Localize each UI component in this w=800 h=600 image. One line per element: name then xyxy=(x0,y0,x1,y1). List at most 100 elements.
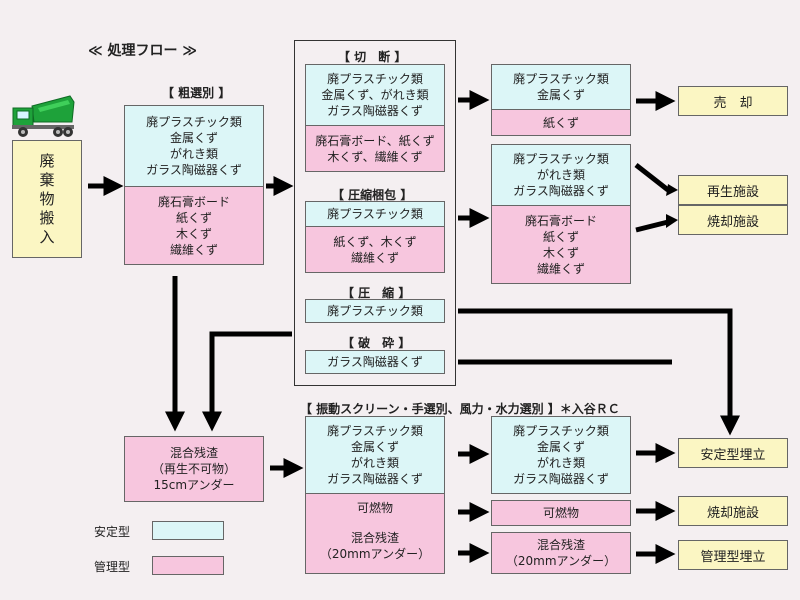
item-text: 紙くず xyxy=(175,210,212,225)
cutting-managed: 廃石膏ボード、紙くず 木くず、繊維くず xyxy=(306,125,444,171)
screen-box: 廃プラスチック類 金属くず がれき類 ガラス陶磁器くず 可燃物 混合残渣 （20… xyxy=(305,416,445,574)
legend-stable-swatch xyxy=(152,521,224,540)
item-text: 15cmアンダー xyxy=(153,478,235,492)
output-incineration: 焼却施設 xyxy=(678,205,788,235)
item-text: 可燃物 xyxy=(542,506,579,520)
compress-pack-heading: 【 圧縮梱包 】 xyxy=(332,188,413,202)
sale-group-box: 廃プラスチック類 金属くず 紙くず xyxy=(491,64,631,136)
item-text: がれき類 xyxy=(350,456,399,470)
item-text: 廃プラスチック類 xyxy=(513,424,609,438)
item-text: 混合残渣 xyxy=(169,446,218,460)
item-text: 混合残渣 xyxy=(536,538,585,552)
processing-frame xyxy=(294,40,456,386)
cutting-recyclable: 廃プラスチック類 金属くず、がれき類 ガラス陶磁器くず xyxy=(306,65,444,125)
item-text: 廃プラスチック類 xyxy=(146,115,242,129)
screen-managed: 可燃物 混合残渣 （20mmアンダー） xyxy=(306,493,444,573)
intake-char: 廃 xyxy=(39,151,55,170)
rough-sort-recyclable: 廃プラスチック類 金属くず がれき類 ガラス陶磁器くず xyxy=(125,106,263,186)
item-text: 紙くず xyxy=(542,115,579,130)
item-text: 木くず xyxy=(542,245,579,260)
page-title: ≪ 処理フロー ≫ xyxy=(88,43,198,59)
item-text: 廃プラスチック類 xyxy=(327,304,423,318)
legend-stable-label: 安定型 xyxy=(94,525,131,539)
rough-sort-box: 廃プラスチック類 金属くず がれき類 ガラス陶磁器くず 廃石膏ボード 紙くず 木… xyxy=(124,105,264,265)
intake-char: 棄 xyxy=(39,170,55,189)
output-incineration-2: 焼却施設 xyxy=(678,496,788,526)
compress-pack-managed: 紙くず、木くず 繊維くず xyxy=(306,226,444,272)
arrow xyxy=(202,331,292,432)
item-text: がれき類 xyxy=(536,168,585,182)
item-text: 金属くず、がれき類 xyxy=(321,88,429,102)
item-text: 金属くず xyxy=(350,440,399,454)
item-text: ガラス陶磁器くず xyxy=(327,355,423,369)
item-text: 廃プラスチック類 xyxy=(327,72,423,86)
legend-managed-swatch xyxy=(152,556,224,575)
screen-out-recyclable-text: 廃プラスチック類 金属くず がれき類 ガラス陶磁器くず xyxy=(492,417,630,493)
dump-truck-icon xyxy=(10,92,76,138)
item-text: 混合残渣 xyxy=(350,531,399,545)
item-text: がれき類 xyxy=(536,456,585,470)
intake-char: 物 xyxy=(39,189,55,208)
item-text: ガラス陶磁器くず xyxy=(513,184,609,198)
item-text: 金属くず xyxy=(536,440,585,454)
item-text: （20mmアンダー） xyxy=(319,547,431,561)
legend-managed-label: 管理型 xyxy=(94,560,131,574)
item-text: 廃プラスチック類 xyxy=(327,424,423,438)
compress-box: 廃プラスチック類 xyxy=(305,299,445,323)
arrow-line xyxy=(634,163,670,192)
recycle-group-managed: 廃石膏ボード 紙くず 木くず 繊維くず xyxy=(492,205,630,283)
arrow-line xyxy=(635,219,669,233)
item-text: 繊維くず xyxy=(169,242,218,257)
crush-heading: 【 破 砕 】 xyxy=(342,336,411,350)
item-text: 紙くず、木くず xyxy=(333,234,417,249)
output-stable-landfill: 安定型埋立 xyxy=(678,438,788,468)
recycle-group-recyclable: 廃プラスチック類 がれき類 ガラス陶磁器くず xyxy=(492,145,630,205)
item-text: 廃石膏ボード、紙くず xyxy=(315,133,435,148)
item-text: 可燃物 xyxy=(356,501,393,515)
rough-sort-heading: 【 粗選別 】 xyxy=(162,86,231,100)
output-recycle-facility: 再生施設 xyxy=(678,175,788,205)
item-text: 廃プラスチック類 xyxy=(513,72,609,86)
item-text: （20mmアンダー） xyxy=(505,554,617,568)
mixed-residue-text: 混合残渣 （再生不可物） 15cmアンダー xyxy=(125,437,263,501)
item-text: 金属くず xyxy=(536,88,585,102)
item-text: 木くず xyxy=(175,226,212,241)
cutting-box: 廃プラスチック類 金属くず、がれき類 ガラス陶磁器くず 廃石膏ボード、紙くず 木… xyxy=(305,64,445,172)
screen-heading: 【 振動スクリーン・手選別、風力・水力選別 】＊入谷ＲＣ xyxy=(300,402,620,416)
screen-out-combustible: 可燃物 xyxy=(491,500,631,526)
sale-group-recyclable: 廃プラスチック類 金属くず xyxy=(492,65,630,109)
arrow xyxy=(458,308,740,436)
cutting-heading: 【 切 断 】 xyxy=(338,50,407,64)
item-text: 繊維くず xyxy=(350,250,399,265)
sale-group-managed: 紙くず xyxy=(492,109,630,135)
item-text: 廃石膏ボード xyxy=(157,194,230,209)
item-text: 廃プラスチック類 xyxy=(327,207,423,221)
mixed-residue-box: 混合残渣 （再生不可物） 15cmアンダー xyxy=(124,436,264,502)
screen-recyclable: 廃プラスチック類 金属くず がれき類 ガラス陶磁器くず xyxy=(306,417,444,493)
output-sale: 売 却 xyxy=(678,86,788,116)
intake-char: 入 xyxy=(39,227,55,246)
intake-box: 廃 棄 物 搬 入 xyxy=(12,140,82,258)
item-text: ガラス陶磁器くず xyxy=(513,472,609,486)
compress-pack-box: 廃プラスチック類 紙くず、木くず 繊維くず xyxy=(305,201,445,273)
arrowhead xyxy=(666,214,678,228)
item-text: 廃石膏ボード xyxy=(524,213,597,228)
compress-pack-recyclable: 廃プラスチック類 xyxy=(306,202,444,226)
item-text: 繊維くず xyxy=(536,261,585,276)
item-text: ガラス陶磁器くず xyxy=(327,104,423,118)
item-text: ガラス陶磁器くず xyxy=(327,472,423,486)
screen-out-recyclable: 廃プラスチック類 金属くず がれき類 ガラス陶磁器くず xyxy=(491,416,631,494)
arrowhead xyxy=(666,184,678,196)
item-text: 金属くず xyxy=(169,131,218,145)
recycle-group-box: 廃プラスチック類 がれき類 ガラス陶磁器くず 廃石膏ボード 紙くず 木くず 繊維… xyxy=(491,144,631,284)
item-text: がれき類 xyxy=(169,147,218,161)
screen-out-residue: 混合残渣 （20mmアンダー） xyxy=(491,532,631,574)
item-text: 廃プラスチック類 xyxy=(513,152,609,166)
rough-sort-managed: 廃石膏ボード 紙くず 木くず 繊維くず xyxy=(125,186,263,264)
screen-out-residue-text: 混合残渣 （20mmアンダー） xyxy=(492,533,630,573)
compress-heading: 【 圧 縮 】 xyxy=(342,286,411,300)
intake-char: 搬 xyxy=(39,208,55,227)
item-text: 木くず、繊維くず xyxy=(327,149,423,164)
crush-box: ガラス陶磁器くず xyxy=(305,350,445,374)
